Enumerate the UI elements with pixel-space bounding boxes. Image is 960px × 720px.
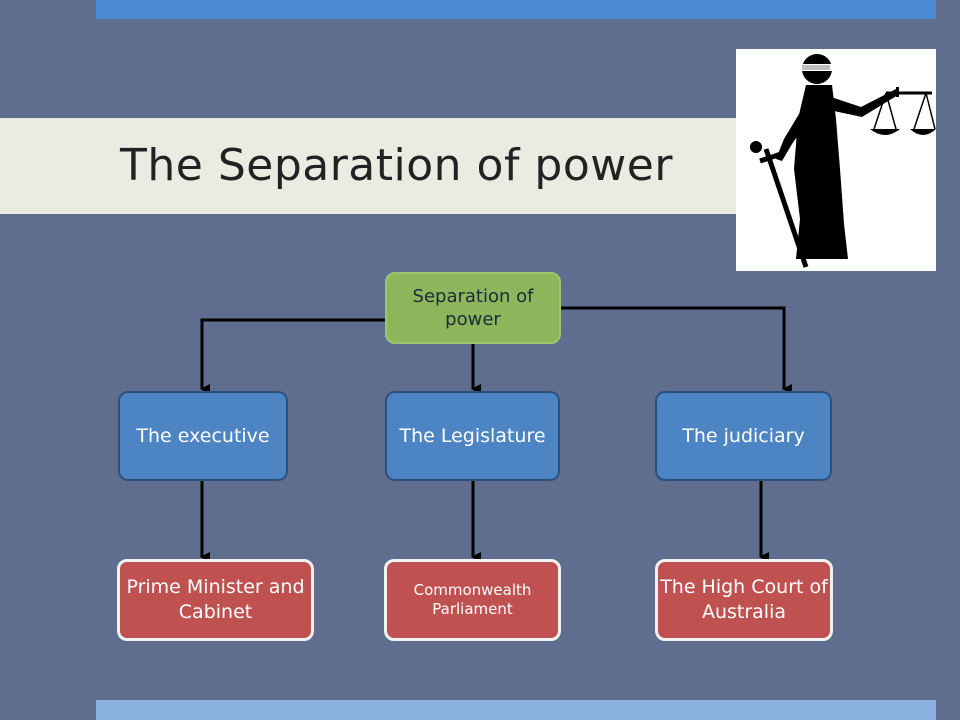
leaf-node-high-court: The High Court of Australia bbox=[655, 559, 833, 641]
leaf-node-parliament: Commonwealth Parliament bbox=[384, 559, 561, 641]
branch-node-executive: The executive bbox=[118, 391, 288, 481]
leaf-node-prime-minister: Prime Minister and Cabinet bbox=[117, 559, 314, 641]
title-band bbox=[0, 118, 745, 214]
top-accent-bar bbox=[96, 0, 936, 19]
connector-root-executive bbox=[200, 318, 385, 394]
branch-node-legislature: The Legislature bbox=[385, 391, 560, 481]
bottom-accent-bar bbox=[96, 700, 936, 720]
lady-justice-icon bbox=[750, 54, 936, 268]
branch-node-judiciary: The judiciary bbox=[655, 391, 832, 481]
connector-root-judiciary bbox=[561, 306, 792, 394]
root-node: Separation of power bbox=[385, 272, 561, 344]
lady-justice-image bbox=[736, 49, 936, 271]
slide-title: The Separation of power bbox=[120, 140, 673, 191]
